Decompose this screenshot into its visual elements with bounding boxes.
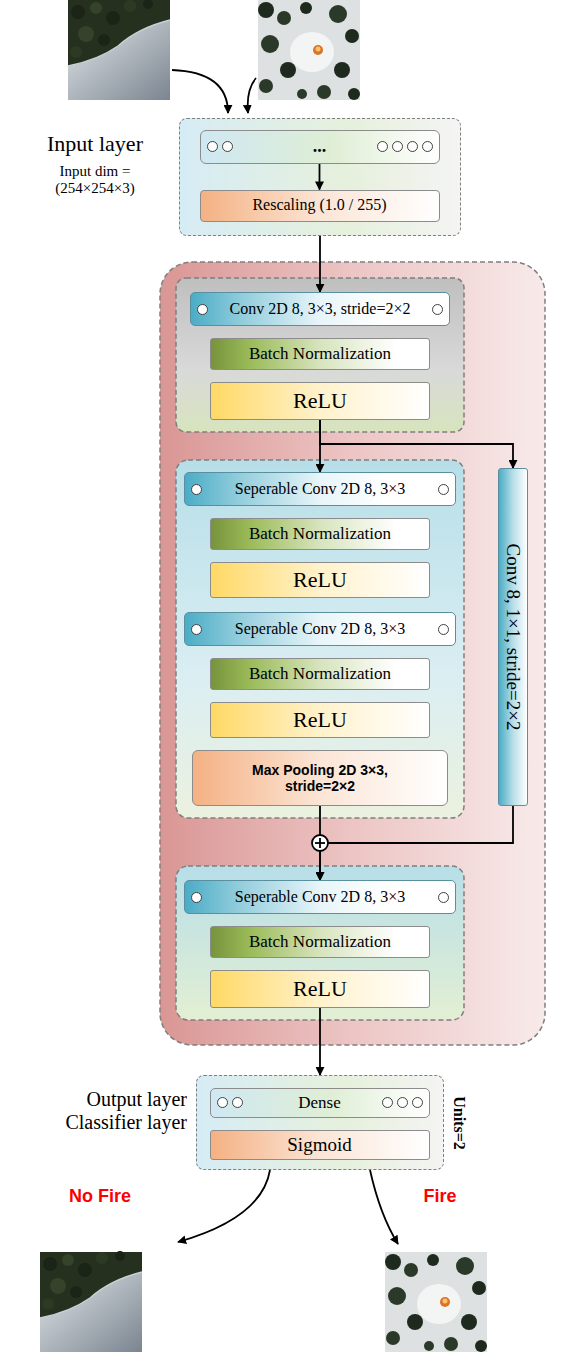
output-layer-ground	[196, 1075, 444, 1170]
batchnorm-box: Batch Normalization	[210, 926, 430, 958]
layer-label: Units=2	[450, 1096, 468, 1150]
neuron-dot	[397, 1097, 408, 1108]
sigmoid-box: Sigmoid	[210, 1130, 430, 1160]
box-label: ReLU	[293, 388, 347, 413]
neuron-dot	[422, 141, 433, 152]
neuron-dot	[217, 1097, 228, 1108]
relu-box: ReLU	[210, 382, 430, 420]
box-label: Seperable Conv 2D 8, 3×3	[235, 620, 405, 638]
add-symbol	[312, 835, 328, 851]
layer-label: Input layer	[20, 131, 170, 156]
conv-block-group	[176, 278, 464, 432]
output-arrow	[370, 1170, 398, 1244]
separable-conv-box: Seperable Conv 2D 8, 3×3	[184, 880, 456, 914]
neuron-dot	[412, 1097, 423, 1108]
shortcut-conv-box: Conv 8, 1×1, stride=2×2	[498, 468, 528, 806]
fire-photo	[258, 0, 360, 100]
output-layer: Output layer Classifier layerUnits=2Dens…	[196, 1075, 444, 1170]
flow-arrow	[320, 420, 513, 468]
neuron-dot	[191, 484, 202, 495]
neuron-dot	[438, 484, 449, 495]
flow-arrow	[319, 164, 321, 190]
batchnorm-box: Batch Normalization	[210, 338, 430, 370]
feature-extractor-region	[160, 262, 545, 1045]
neuron-row: ...	[200, 130, 440, 164]
neuron-dot	[191, 624, 202, 635]
final-block-group	[176, 866, 464, 1020]
neuron-dot	[197, 304, 208, 315]
batchnorm-box: Batch Normalization	[210, 658, 430, 690]
output-arrow	[178, 1170, 270, 1242]
conv-box: Conv 2D 8, 3×3, stride=2×2	[190, 292, 450, 326]
neuron-dot	[232, 1097, 243, 1108]
neuron-dot	[377, 141, 388, 152]
separable-block-group	[176, 460, 464, 818]
batchnorm-box: Batch Normalization	[210, 518, 430, 550]
box-label: ReLU	[293, 976, 347, 1001]
box-label: ReLU	[293, 707, 347, 732]
box-label: Seperable Conv 2D 8, 3×3	[235, 480, 405, 498]
neuron-dot	[222, 141, 233, 152]
neuron-dot	[207, 141, 218, 152]
maxpool-box: Max Pooling 2D 3×3, stride=2×2	[192, 750, 448, 806]
neuron-dot	[382, 1097, 393, 1108]
box-label: Conv 8, 1×1, stride=2×2	[502, 544, 524, 731]
box-label: Batch Normalization	[249, 664, 391, 684]
input-layer: Input layerInput dim = (254×254×3)...Res…	[179, 118, 461, 236]
box-label: Seperable Conv 2D 8, 3×3	[235, 888, 405, 906]
box-label: Batch Normalization	[249, 932, 391, 952]
box-label: Batch Normalization	[249, 344, 391, 364]
relu-box: ReLU	[210, 702, 430, 738]
box-label: Dense	[298, 1093, 340, 1113]
flow-arrow	[320, 806, 513, 880]
box-label: ReLU	[293, 567, 347, 592]
relu-box: ReLU	[210, 970, 430, 1008]
input-layer-ground	[179, 118, 461, 236]
separable-conv-box: Seperable Conv 2D 8, 3×3	[184, 612, 456, 646]
neuron-dot	[407, 141, 418, 152]
no-fire-photo	[40, 1251, 142, 1352]
flow-arrow	[319, 1008, 321, 1075]
box-label: Rescaling (1.0 / 255)	[252, 196, 386, 214]
fire-photo	[385, 1252, 487, 1352]
neuron-dot	[438, 892, 449, 903]
layer-label: Input dim = (254×254×3)	[40, 163, 150, 198]
flow-arrow	[319, 236, 321, 292]
rescaling-box: Rescaling (1.0 / 255)	[200, 190, 440, 222]
add-symbol	[319, 838, 321, 848]
neuron-dot	[392, 141, 403, 152]
box-label: Max Pooling 2D 3×3, stride=2×2	[233, 762, 408, 794]
box-label: Sigmoid	[287, 1134, 351, 1156]
box-label: Batch Normalization	[249, 524, 391, 544]
layer-label: Output layer Classifier layer	[32, 1088, 187, 1134]
relu-box: ReLU	[210, 562, 430, 598]
neuron-dot	[438, 624, 449, 635]
class-label: No Fire	[40, 1186, 160, 1208]
neuron-dot	[432, 304, 443, 315]
separable-conv-box: Seperable Conv 2D 8, 3×3	[184, 472, 456, 506]
dense-box: Dense	[210, 1088, 430, 1118]
no-fire-photo	[68, 0, 170, 100]
box-label: Conv 2D 8, 3×3, stride=2×2	[230, 300, 411, 318]
neuron-dot	[191, 892, 202, 903]
class-label: Fire	[400, 1186, 480, 1208]
box-label: ...	[313, 136, 327, 157]
input-arrow	[248, 78, 256, 113]
input-arrow	[172, 70, 228, 113]
